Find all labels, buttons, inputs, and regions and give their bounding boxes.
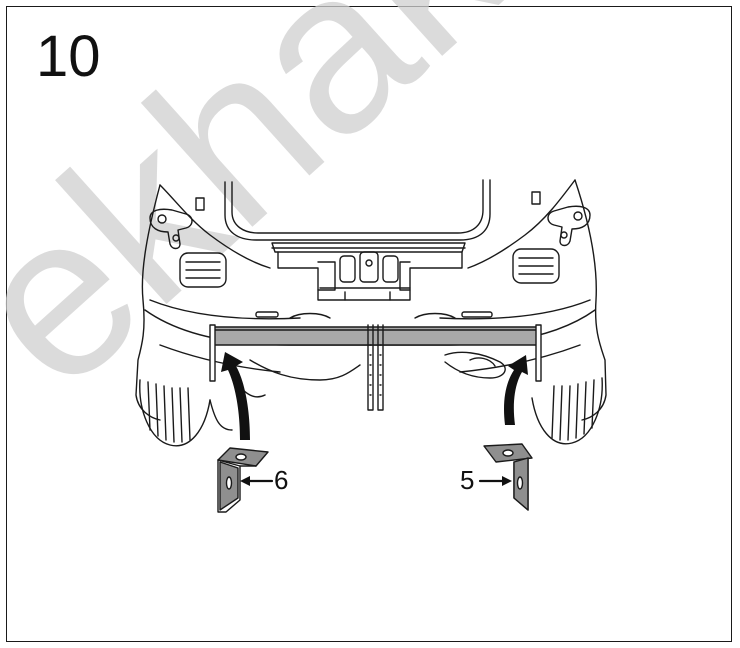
- tail-light-right: [512, 248, 560, 284]
- arrow-left-bracket: [221, 352, 250, 440]
- bracket-part-6: [217, 447, 269, 513]
- hinge-left: [149, 197, 205, 250]
- step-number: 10: [36, 24, 101, 89]
- wheel-right: [531, 377, 603, 445]
- underbody: [234, 351, 506, 398]
- callout-arrow-5: [478, 476, 512, 486]
- car-body: [135, 179, 607, 421]
- bracket-part-5: [483, 443, 533, 511]
- wheel-left: [139, 379, 233, 447]
- callout-label-6: 6: [274, 465, 289, 495]
- diagram-frame: [6, 6, 732, 642]
- arrow-right-bracket: [504, 355, 528, 425]
- center-straps: [367, 324, 384, 411]
- hinge-right: [531, 191, 591, 247]
- callout-arrow-6: [240, 476, 274, 486]
- tail-light-left: [179, 252, 227, 288]
- tow-bar-beam: [209, 324, 542, 382]
- callout-label-5: 5: [460, 465, 475, 495]
